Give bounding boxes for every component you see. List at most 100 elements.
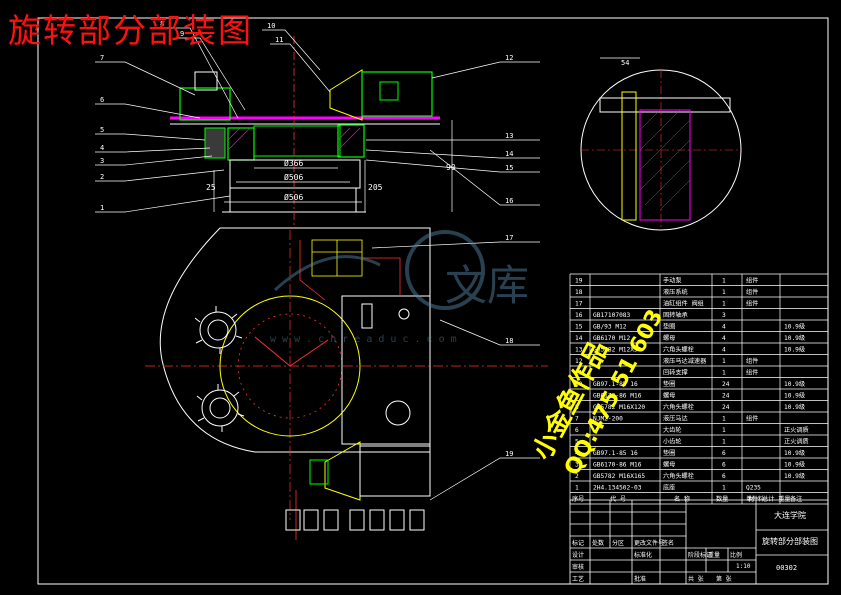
bom-cell-qty: 4: [722, 324, 726, 331]
tb-label-approve: 批准: [634, 575, 646, 583]
tb-label-weight: 重量: [708, 551, 720, 559]
tb-label-count: 处数: [592, 539, 604, 547]
watermark-logo-swoosh: [273, 255, 381, 292]
bom-cell-no: 13: [575, 347, 583, 354]
balloon-6: 6: [100, 96, 104, 104]
bom-cell-no: 8: [575, 404, 579, 411]
bom-cell-material: 组件: [746, 288, 758, 296]
bom-cell-no: 10: [575, 381, 583, 388]
bom-cell-remark: 10.9级: [784, 323, 805, 331]
bom-cell-material: Q235: [746, 485, 761, 492]
bom-cell-name: 螺母: [663, 392, 675, 400]
tb-school: 大连学院: [774, 510, 806, 520]
tb-label-change-doc: 更改文件号: [634, 539, 664, 547]
watermark-logo-ring: [405, 230, 485, 310]
dim-d366: Ø366: [284, 158, 303, 168]
dim-54: 54: [621, 59, 629, 67]
balloons-right: 12 13 14 15 16 17 18 19: [505, 54, 513, 458]
bom-cell-no: 5: [575, 439, 579, 446]
balloon-10: 10: [267, 22, 275, 30]
bom-cell-no: 2: [575, 473, 579, 480]
balloon-9: 9: [180, 30, 184, 38]
balloon-1: 1: [100, 204, 104, 212]
dim-d506-outer: Ø506: [284, 192, 303, 202]
bom-cell-no: 12: [575, 358, 583, 365]
slewing-ring: [219, 295, 361, 437]
bom-cell-no: 11: [575, 370, 583, 377]
bom-cell-code: NJM2-200: [593, 416, 623, 423]
dimension-lines: [213, 120, 453, 212]
tb-label-signature: 签名: [662, 539, 674, 547]
balloon-7: 7: [100, 54, 104, 62]
balloon-3: 3: [100, 157, 104, 165]
balloon-19: 19: [505, 450, 513, 458]
hydraulic-lines: [295, 240, 401, 540]
base-section: [229, 159, 361, 189]
tb-label-scale: 比例: [730, 551, 742, 559]
small-gear: [204, 127, 226, 159]
detail-bolt: [621, 91, 637, 221]
bom-cell-code: GB6170 M12: [593, 335, 631, 342]
detail-hub: [639, 109, 691, 221]
bom-cell-name: 液压系统: [663, 288, 688, 296]
gear-lower: [196, 384, 245, 432]
bom-cell-name: 大齿轮: [663, 426, 682, 434]
bom-cell-name: 底座: [663, 484, 675, 492]
tank-cap: [398, 308, 410, 320]
tb-label-stage: 阶段标记: [688, 551, 712, 559]
terminal-blocks: [285, 509, 425, 531]
tb-label-mark: 标记: [572, 539, 584, 547]
lower-flange: [324, 441, 361, 501]
bom-cell-code: GB5782 M16X165: [593, 473, 645, 480]
bom-cell-qty: 1: [722, 370, 726, 377]
bom-cell-name: 六角头螺栓: [663, 346, 694, 354]
tb-label-review: 审核: [572, 563, 584, 571]
bom-cell-remark: 10.9级: [784, 346, 805, 354]
detail-plate: [599, 97, 731, 113]
bom-cell-material: 组件: [746, 357, 758, 365]
bom-cell-code: GB/93 M12: [593, 324, 627, 331]
bom-cell-name: 小齿轮: [663, 438, 682, 446]
bom-cell-code: GB97.1-85 16: [593, 381, 638, 388]
bom-header-cell: 材 料: [748, 495, 764, 503]
dim-d506-inner: Ø506: [284, 172, 303, 182]
balloon-14: 14: [505, 150, 513, 158]
motor-box: [379, 81, 399, 101]
bom-cell-name: 螺母: [663, 334, 675, 342]
bom-cell-code: GB97.1-85 16: [593, 450, 638, 457]
bom-cell-qty: 1: [722, 301, 726, 308]
title-block-labels: 标记 处数 分区 更改文件号 签名 设计 标准化 阶段标记 重量 比例 1:10…: [572, 539, 751, 583]
bom-cell-no: 14: [575, 335, 583, 342]
bom-cell-material: 组件: [746, 277, 758, 285]
bom-cell-qty: 24: [722, 404, 730, 411]
bom-cell-remark: 10.9级: [784, 334, 805, 342]
bom-cell-code: 2H4.134502-03: [593, 485, 642, 492]
bom-cell-no: 16: [575, 312, 583, 319]
bom-cell-remark: 10.9级: [784, 392, 805, 400]
balloon-2: 2: [100, 173, 104, 181]
bom-cell-name: 垫圈: [663, 449, 675, 457]
bom-header-cell: 单件 总计 重量: [746, 495, 791, 503]
bom-cell-remark: 正火调质: [784, 438, 809, 446]
balloon-13: 13: [505, 132, 513, 140]
bom-cell-qty: 1: [722, 485, 726, 492]
bom-cell-qty: 1: [722, 427, 726, 434]
drawing-title-banner: 旋转部分部装图: [8, 11, 253, 50]
bom-cell-qty: 4: [722, 335, 726, 342]
balloons-left: 7 6 5 4 3 2 1: [100, 54, 104, 212]
hydraulic-tank: [341, 295, 431, 445]
detail-view: 54: [580, 57, 742, 231]
bom-cell-no: 18: [575, 289, 583, 296]
balloon-18: 18: [505, 337, 513, 345]
tb-scale-value: 1:10: [736, 563, 751, 570]
bom-cell-name: 垫圈: [663, 323, 675, 331]
bom-cell-code: GB6170-86 M16: [593, 462, 642, 469]
bom-cell-no: 9: [575, 393, 579, 400]
bom-header-cell: 代 号: [610, 495, 626, 503]
detail-hatching: [639, 109, 691, 211]
bom-header-cell: 数量: [716, 495, 728, 503]
bom-cell-name: 垫圈: [663, 380, 675, 388]
balloon-16: 16: [505, 197, 513, 205]
